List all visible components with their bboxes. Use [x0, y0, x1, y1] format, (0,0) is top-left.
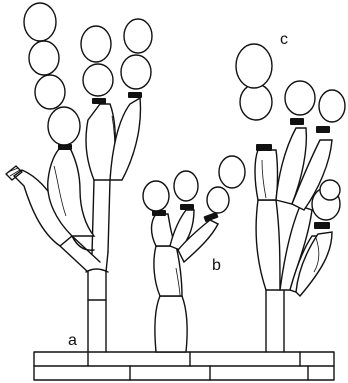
- substrate-hyphae: [34, 352, 334, 380]
- label-c: c: [280, 31, 288, 48]
- label-b: b: [212, 257, 221, 274]
- conidiophore-a: [6, 3, 152, 352]
- label-a: a: [68, 332, 77, 349]
- conidiophore-b: [143, 156, 245, 352]
- conidiophore-c: [236, 44, 345, 352]
